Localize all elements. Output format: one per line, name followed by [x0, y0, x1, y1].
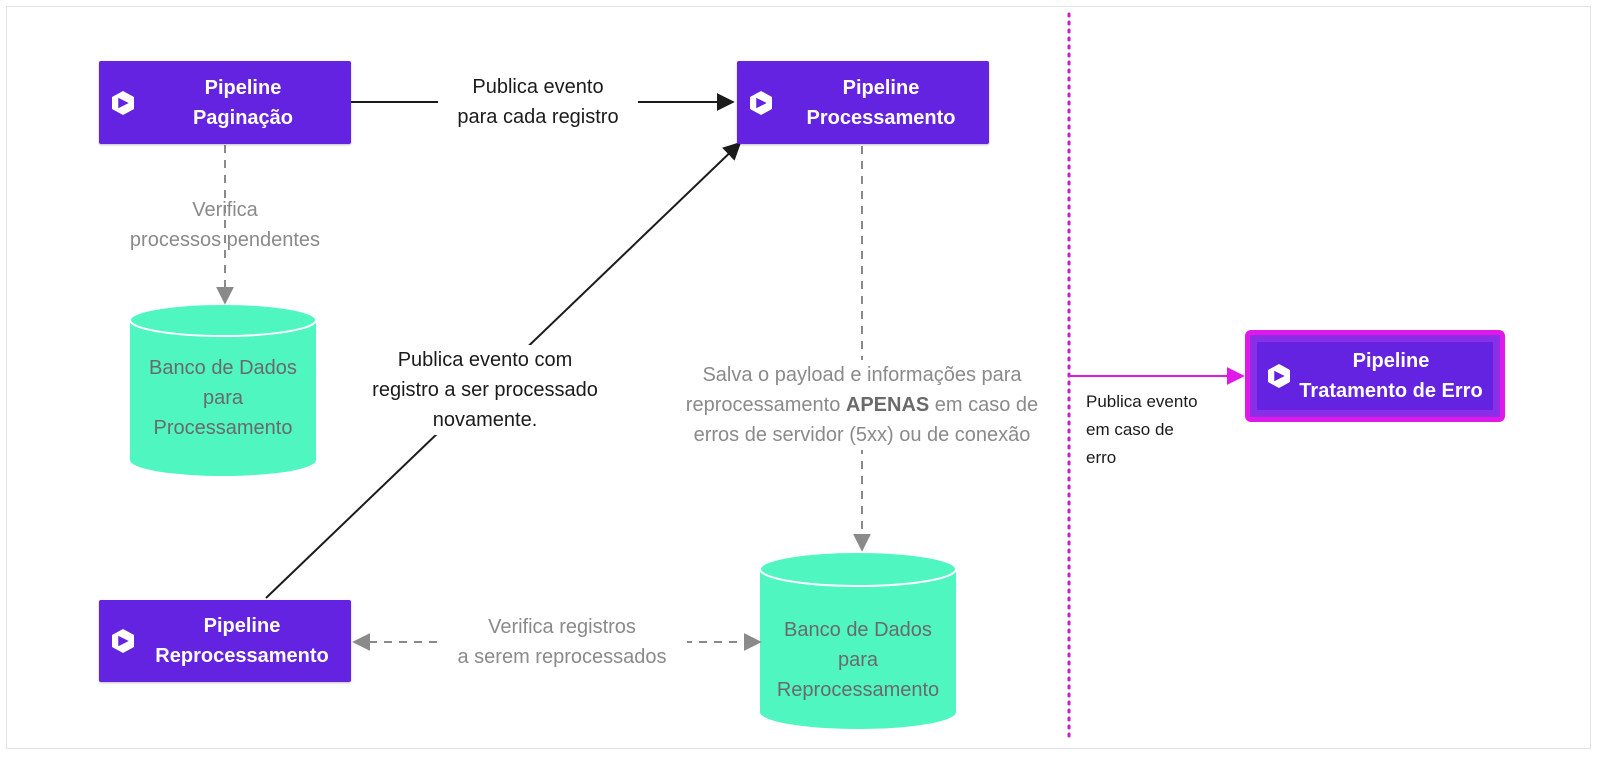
- pipeline-processamento-label: Pipeline Processamento: [806, 76, 956, 129]
- edge-label-salva-payload: Salva o payload e informações para repro…: [671, 360, 1053, 450]
- database-label-processamento: Banco de Dados para Processamento: [149, 357, 297, 439]
- edge-label-publica-reprocessar: Publica evento com registro a ser proces…: [350, 345, 620, 435]
- database-cylinder-processamento: [129, 303, 317, 476]
- pipeline-logo-icon: [112, 90, 134, 115]
- pipeline-tratamento-erro-body: Pipeline Tratamento de Erro: [1257, 342, 1493, 410]
- database-cylinder-reprocessamento: [759, 551, 957, 729]
- edge-label-verifica-reprocessar: Verifica registros a serem reprocessados: [437, 612, 687, 672]
- edge-label-publica-erro: Publica evento em caso de erro: [1086, 392, 1198, 467]
- edge-label-salva-payload-bold: APENAS: [845, 394, 930, 416]
- edge-label-salva-payload-post: em caso de erros de servidor (5xx) ou de…: [693, 394, 1039, 446]
- pipeline-reprocessamento[interactable]: Pipeline Reprocessamento: [99, 600, 351, 682]
- edge-label-verifica-pendentes: Verifica processos pendentes: [129, 199, 321, 251]
- pipeline-logo-icon: [1268, 364, 1290, 388]
- edge-label-publica-cada-registro: Publica evento para cada registro: [438, 72, 638, 132]
- pipeline-logo-icon: [112, 629, 134, 653]
- pipeline-paginacao[interactable]: Pipeline Paginação: [99, 61, 351, 144]
- edge-label-salva-payload-pre: Salva o payload e informações para repro…: [685, 364, 1022, 416]
- pipeline-logo-icon: [750, 90, 772, 115]
- pipeline-tratamento-erro[interactable]: Pipeline Tratamento de Erro: [1245, 330, 1505, 422]
- database-label-reprocessamento: Banco de Dados para Reprocessamento: [776, 619, 940, 701]
- pipeline-paginacao-label: Pipeline Paginação: [192, 76, 294, 129]
- pipeline-processamento[interactable]: Pipeline Processamento: [737, 61, 989, 144]
- pipeline-tratamento-erro-label: Pipeline Tratamento de Erro: [1299, 350, 1483, 402]
- pipeline-reprocessamento-label: Pipeline Reprocessamento: [155, 615, 329, 667]
